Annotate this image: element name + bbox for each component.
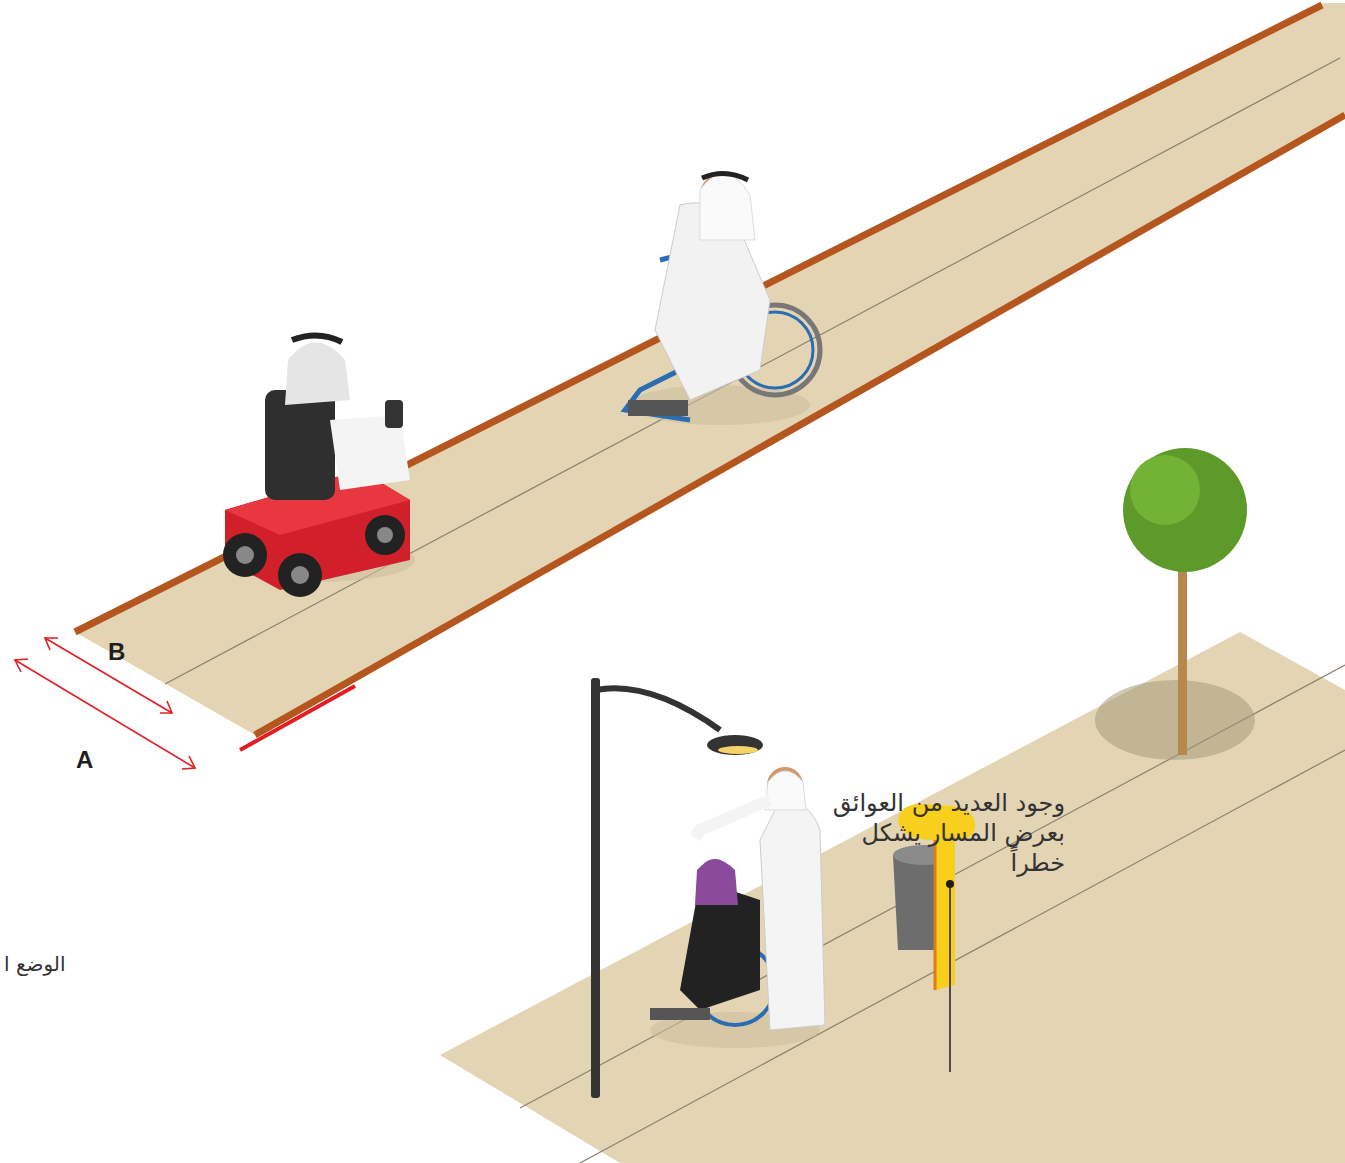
dimension-arrows [15,638,195,769]
callout-note: وجود العديد من العوائق بعرض المسار يشكل … [810,788,1065,878]
path-edge [75,5,1322,632]
dimension-label: B [108,637,125,667]
dimension-mark [240,686,355,750]
assisted-wheelchair-user [650,767,825,1048]
pavement-line [520,665,1345,1108]
tree [1095,448,1255,760]
pavement [440,632,1345,1163]
dimension-label: A [76,745,93,775]
power-wheelchair-user [223,335,415,597]
leader-line [949,884,951,1072]
wheelchair-user [625,173,820,425]
cut-off-heading: الوضع ا [4,952,66,977]
leader-dot [946,880,954,888]
accessible-path [75,3,1345,735]
path-centre-line [165,58,1340,684]
pavement-line [580,750,1345,1163]
